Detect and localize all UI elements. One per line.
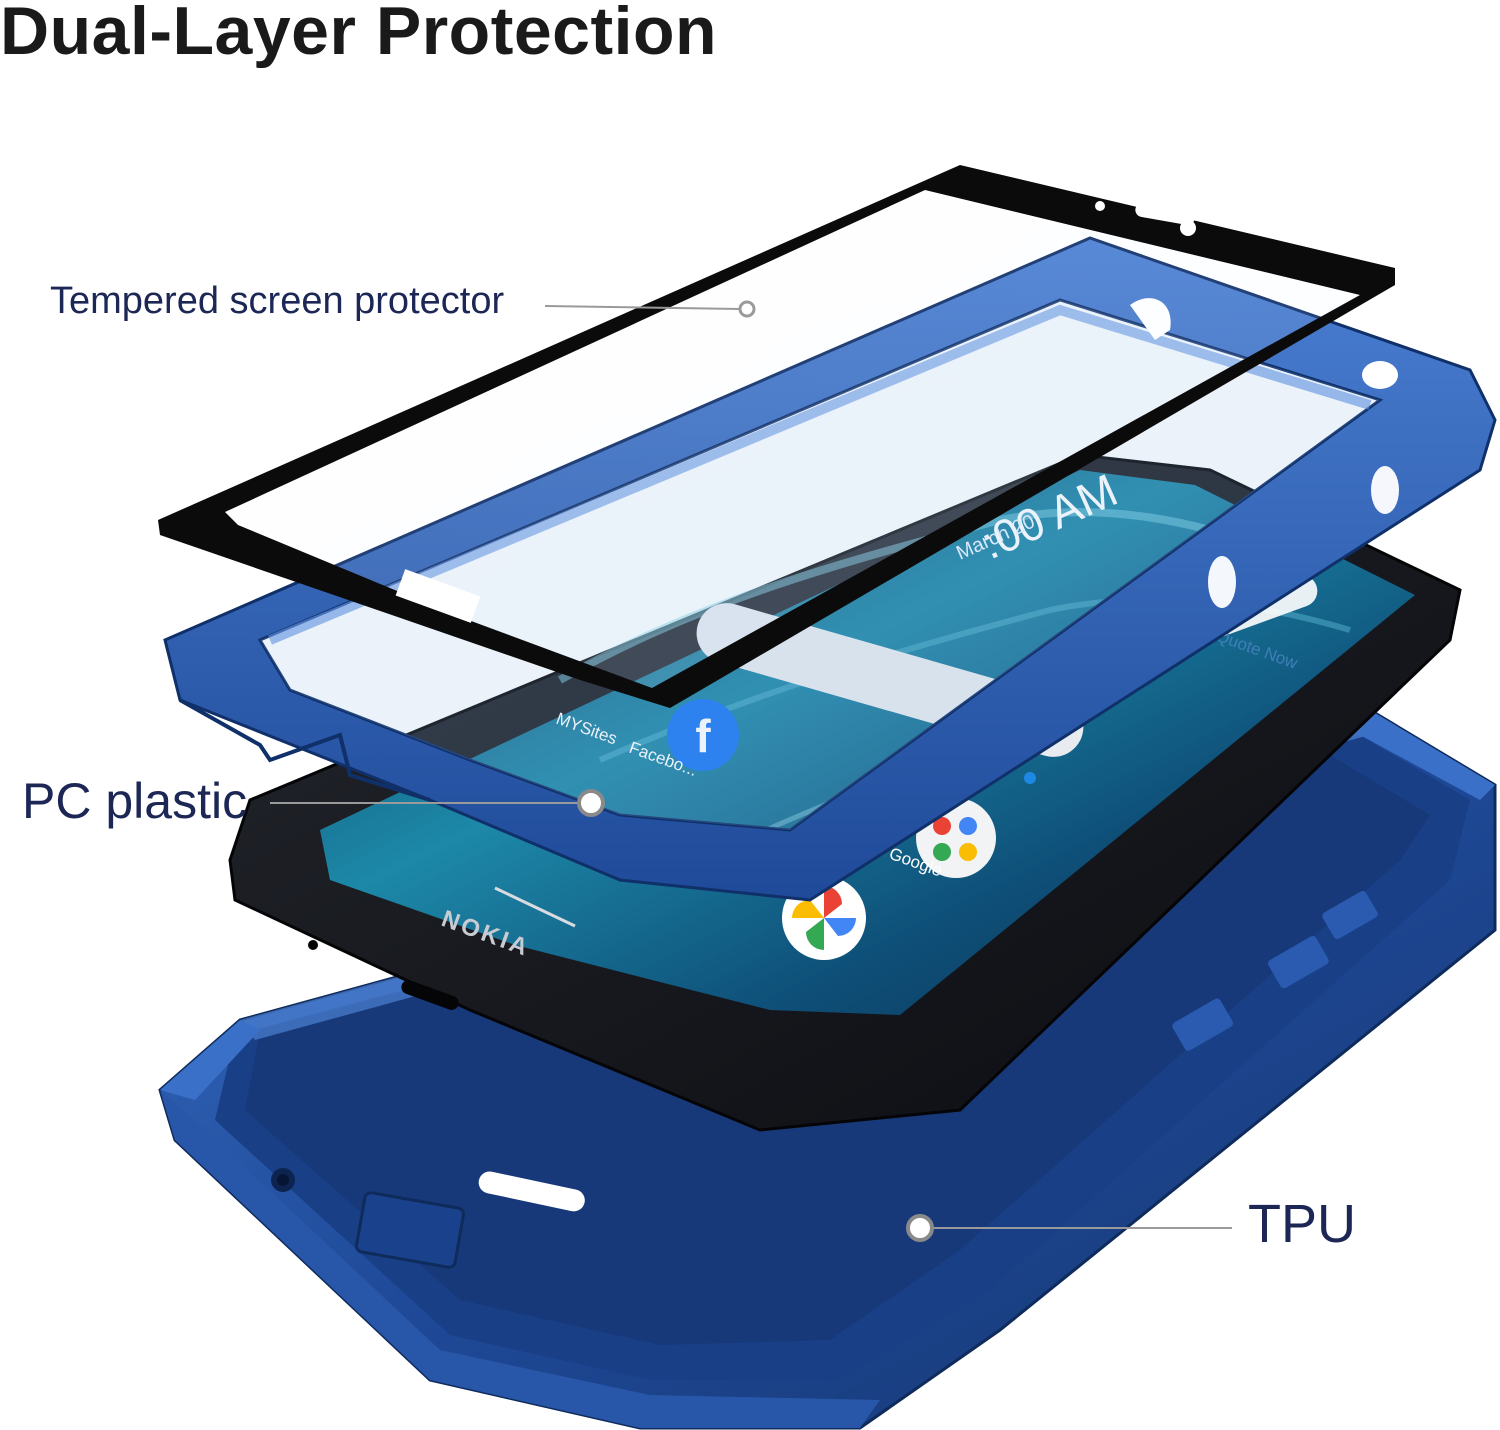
mic-icon [1024,772,1036,784]
svg-text:f: f [695,710,711,762]
tpu-marker [906,1214,934,1242]
callout-pc-plastic: PC plastic [22,773,248,829]
tempered-glass [158,165,1395,708]
callout-tpu: TPU [1248,1194,1356,1254]
leader-lines [270,300,1232,1242]
pc-marker [577,789,605,817]
facebook-icon [667,699,739,771]
page-title: Dual-Layer Protection [0,0,718,69]
callout-tempered-screen-protector: Tempered screen protector [50,280,505,322]
tempered-marker [738,300,756,318]
